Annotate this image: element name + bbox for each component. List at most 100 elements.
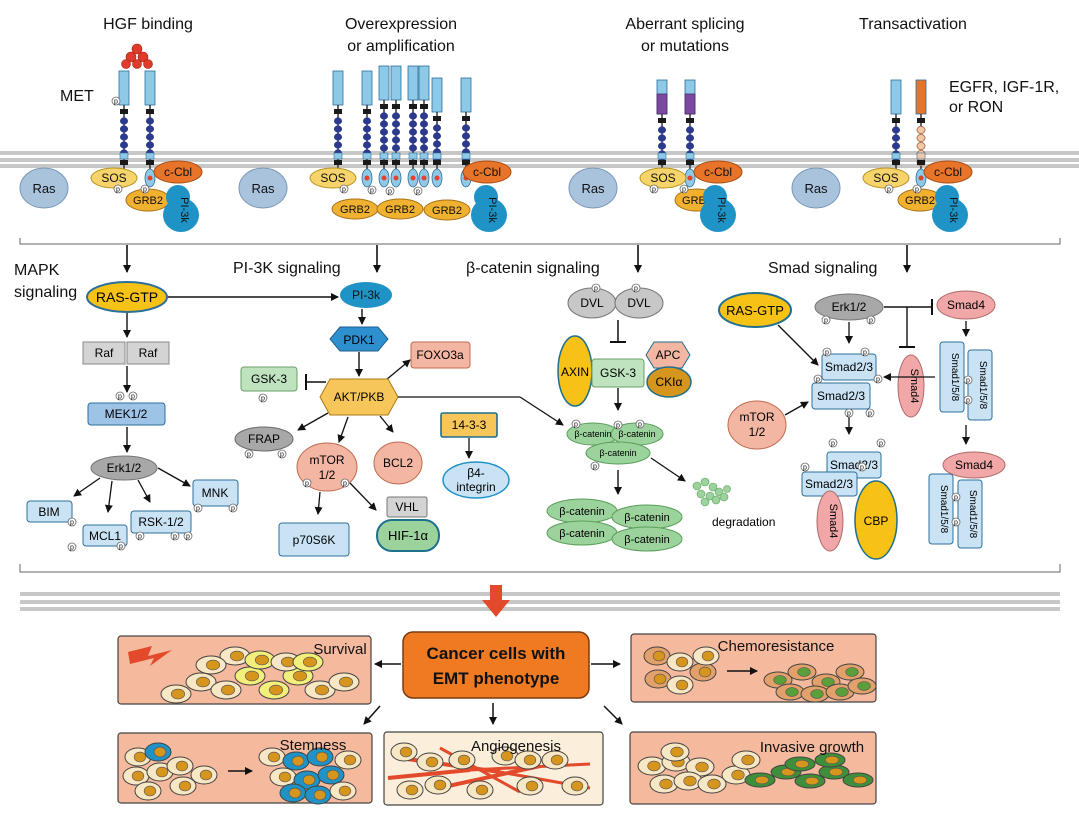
- pi3k-splicing-label: PI-3k: [715, 197, 727, 223]
- bead: [380, 112, 388, 120]
- nucleus: [425, 756, 439, 768]
- extracellular-domain: [890, 79, 902, 115]
- pi3k-node-label: PI-3k: [352, 288, 381, 302]
- arrow-to-invasive-growth: [603, 705, 623, 725]
- nucleus: [525, 780, 539, 792]
- juxtamembrane-bar: [146, 109, 154, 114]
- smad4-bottom-label: Smad4: [827, 504, 839, 539]
- phospho-marker: [140, 184, 150, 194]
- phospho-label: p: [593, 464, 597, 471]
- phospho-marker: [822, 347, 832, 357]
- nucleus: [155, 766, 169, 778]
- nucleus: [302, 774, 316, 786]
- kinase-bar: [408, 152, 418, 160]
- bead: [892, 126, 900, 134]
- erk-mapk: [90, 455, 158, 481]
- phospho-marker: [821, 315, 831, 325]
- bead: [334, 117, 342, 125]
- kinase-bar: [362, 152, 372, 160]
- bead: [892, 134, 900, 142]
- kinase-red-dot: [364, 175, 370, 181]
- kinase-red-dot: [147, 175, 153, 181]
- header-mutations: or mutations: [641, 38, 729, 55]
- phospho-label: p: [416, 189, 420, 196]
- nucleus: [254, 654, 270, 666]
- phospho-label: p: [863, 350, 867, 357]
- pi3k-over-label: PI-3k: [486, 197, 498, 223]
- nucleus: [433, 779, 447, 791]
- bcl2-node: [373, 441, 423, 485]
- phospho-marker: [385, 186, 395, 196]
- phospho-marker: [631, 283, 641, 293]
- bcat-free-label-1: β-catenin: [559, 506, 604, 518]
- dvl-label-2: DVL: [627, 296, 651, 310]
- extracellular-domain: [431, 77, 443, 113]
- nucleus: [220, 684, 236, 696]
- pi3k-node: [340, 282, 392, 308]
- phospho-marker: [635, 419, 645, 429]
- phospho-label: p: [131, 394, 135, 401]
- phospho-marker: [367, 185, 377, 195]
- nucleus: [550, 754, 564, 766]
- bead: [658, 134, 666, 142]
- nucleus: [707, 778, 721, 790]
- pi3k-over: [471, 198, 507, 232]
- invasive-growth-panel: Invasive growth: [629, 731, 877, 805]
- kinase-bar: [333, 152, 343, 160]
- kinase-bar: [379, 152, 389, 160]
- phospho-label: p: [342, 187, 346, 194]
- lightning-icon: [128, 646, 172, 666]
- phospho-marker: [860, 347, 870, 357]
- down-arrow-icon: [482, 585, 510, 617]
- cbl-over-label: c-Cbl: [473, 165, 501, 179]
- phospho-label: p: [634, 286, 638, 293]
- phospho-marker: [228, 503, 238, 513]
- blood-vessel: [387, 768, 471, 780]
- smad4-top: [936, 290, 996, 320]
- bead: [146, 133, 154, 141]
- kinase-black: [892, 160, 900, 165]
- apc-node: [645, 341, 691, 369]
- phospho-label: p: [803, 465, 807, 472]
- mutant-domain: [684, 93, 696, 115]
- nucleus: [288, 787, 302, 799]
- sos-label: SOS: [650, 171, 675, 185]
- raf-box-1: [82, 341, 126, 365]
- grb2-protein-1: [376, 198, 424, 220]
- nucleus: [523, 754, 537, 766]
- vhl-box: [386, 496, 428, 518]
- sos-protein: [309, 167, 357, 189]
- mcl1-box: [82, 524, 128, 547]
- sos-label: SOS: [101, 171, 126, 185]
- mtor-pi3k-label-2: 1/2: [319, 468, 336, 482]
- smad4-right-label: Smad4: [955, 458, 993, 472]
- nucleus: [205, 659, 221, 671]
- met-chain-over-6: [431, 77, 443, 188]
- nucleus: [652, 650, 666, 662]
- grb2-label-1: GRB2: [385, 204, 415, 216]
- hif-label: HIF-1α: [388, 528, 429, 543]
- bead: [334, 141, 342, 149]
- smad158-box-1: [939, 341, 965, 413]
- smad23-box-1: [821, 353, 877, 381]
- juxtamembrane-bar: [392, 104, 400, 109]
- juxtamembrane-bar: [686, 118, 694, 123]
- phospho-label: p: [876, 377, 880, 384]
- phospho-label: p: [652, 187, 656, 194]
- kinase-bar: [145, 152, 155, 160]
- kinase-red-dot: [393, 175, 399, 181]
- nucleus: [785, 687, 799, 697]
- nucleus: [670, 746, 684, 758]
- bead: [409, 144, 417, 152]
- bead: [462, 124, 470, 132]
- bcat-label-c: β-catenin: [599, 448, 636, 458]
- juxtamembrane-bar: [892, 118, 900, 123]
- b4-integrin-node: [442, 461, 510, 499]
- nucleus: [292, 670, 308, 682]
- bcl2-label: BCL2: [383, 456, 413, 470]
- extracellular-domain: [332, 70, 344, 106]
- phospho-marker: [244, 449, 254, 459]
- gsk3-pi3k-label: GSK-3: [251, 372, 287, 386]
- bead: [686, 142, 694, 150]
- gsk3-pi3k-box: [240, 366, 298, 392]
